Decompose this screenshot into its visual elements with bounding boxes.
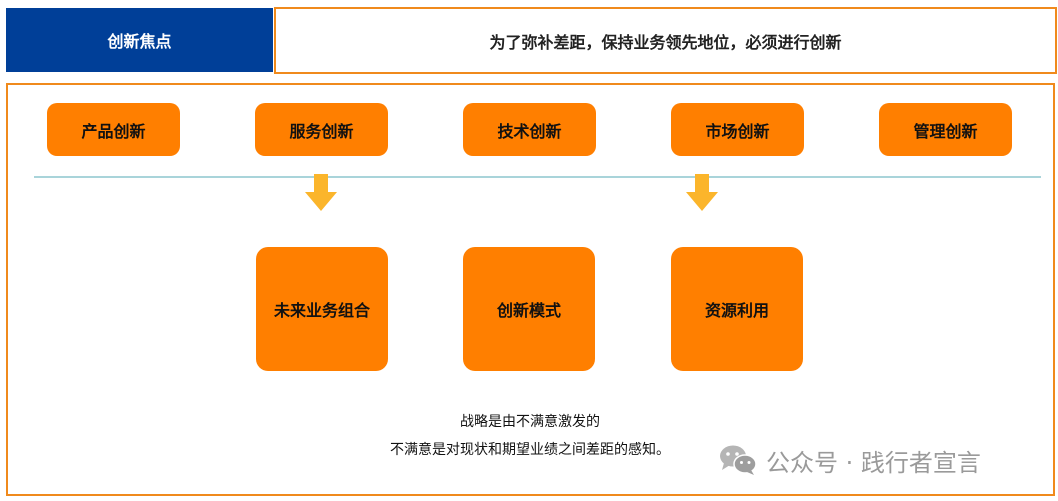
wechat-icon bbox=[720, 445, 757, 475]
watermark-text: 公众号 · 践行者宣言 bbox=[766, 448, 981, 477]
focus-label: 创新焦点 bbox=[6, 8, 273, 72]
caption-line-1: 战略是由不满意激发的 bbox=[460, 414, 600, 430]
innovation-statement: 为了弥补差距，保持业务领先地位，必须进行创新 bbox=[274, 7, 1057, 74]
innovation-type-service: 服务创新 bbox=[255, 103, 388, 156]
outcome-innovation-mode: 创新模式 bbox=[463, 247, 595, 371]
innovation-type-market: 市场创新 bbox=[671, 103, 804, 156]
outcome-future-portfolio: 未来业务组合 bbox=[256, 247, 388, 371]
outcome-resource-utilization: 资源利用 bbox=[671, 247, 803, 371]
watermark: 公众号 · 践行者宣言 bbox=[718, 440, 981, 480]
innovation-type-technology: 技术创新 bbox=[463, 103, 596, 156]
down-arrow-icon bbox=[305, 174, 337, 211]
innovation-type-product: 产品创新 bbox=[47, 103, 180, 156]
divider-line bbox=[34, 176, 1041, 178]
caption-line-2: 不满意是对现状和期望业绩之间差距的感知。 bbox=[390, 442, 670, 458]
innovation-type-management: 管理创新 bbox=[879, 103, 1012, 156]
down-arrow-icon bbox=[686, 174, 718, 211]
